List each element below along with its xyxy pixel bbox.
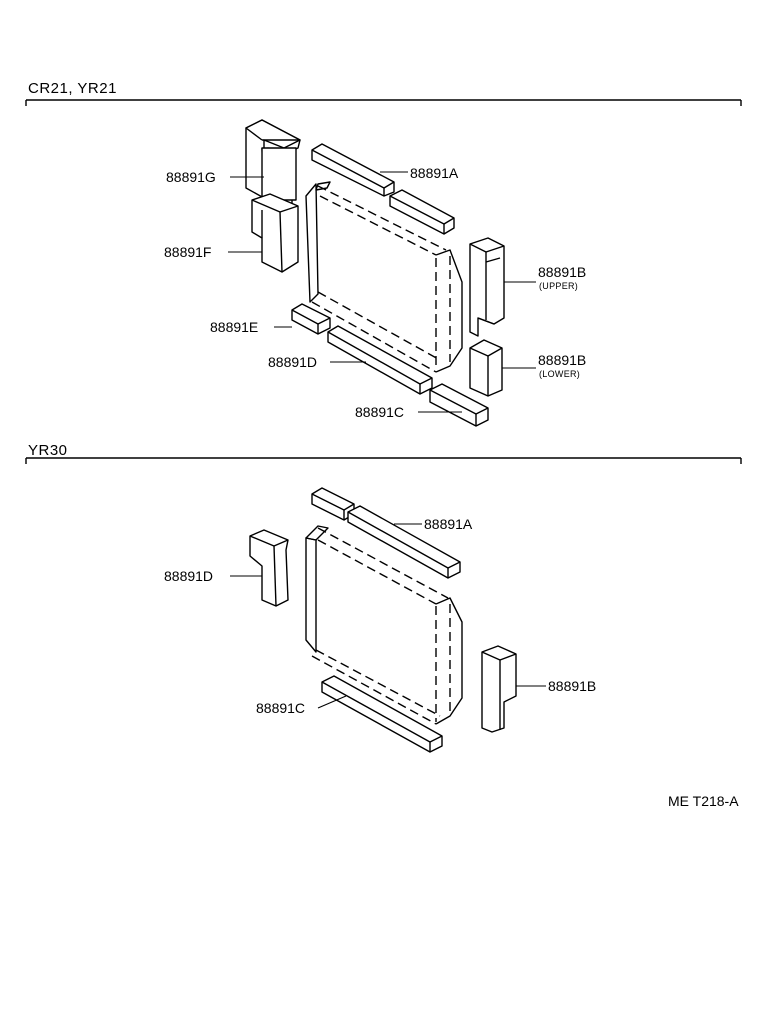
section-rule-top: [25, 99, 742, 106]
label-88891c: 88891C: [355, 404, 405, 420]
label-88891e: 88891E: [210, 319, 259, 335]
seal-88891a: [311, 143, 455, 235]
label-88891a-bottom: 88891A: [424, 516, 473, 532]
section-title-yr30: YR30: [28, 442, 68, 459]
seal-88891b-bottom: [481, 645, 517, 733]
label-88891b-upper: 88891B: [538, 264, 587, 280]
seal-88891d-bottom: [249, 529, 289, 607]
label-88891b-lower-note: (LOWER): [539, 369, 581, 379]
leader-lines-top: [228, 171, 536, 413]
label-88891d: 88891D: [268, 354, 318, 370]
label-88891c-bottom: 88891C: [256, 700, 306, 716]
leader-lines-bottom: [230, 523, 546, 709]
section-rule-bottom: [25, 457, 742, 464]
label-88891g: 88891G: [166, 169, 216, 185]
label-88891b-upper-note: (UPPER): [539, 281, 579, 291]
seal-88891e: [291, 303, 331, 335]
seal-88891d: [327, 325, 433, 395]
seal-88891f: [251, 193, 299, 273]
label-88891a: 88891A: [410, 165, 459, 181]
drawing-code: ME T218-A: [668, 793, 739, 809]
seal-88891a-bottom: [311, 487, 461, 579]
seal-88891c: [429, 383, 489, 427]
label-88891d-bottom: 88891D: [164, 568, 214, 584]
seal-88891b-lower: [469, 339, 503, 397]
radiator-outline-bottom: [305, 525, 463, 725]
seal-88891g: [245, 119, 301, 211]
section-title-cr21-yr21: CR21, YR21: [28, 80, 117, 97]
label-88891b-bottom: 88891B: [548, 678, 597, 694]
label-88891f: 88891F: [164, 244, 212, 260]
seal-88891c-bottom: [321, 675, 443, 753]
label-88891b-lower: 88891B: [538, 352, 587, 368]
radiator-outline-top: [305, 181, 463, 373]
seal-88891b-upper: [469, 237, 505, 337]
